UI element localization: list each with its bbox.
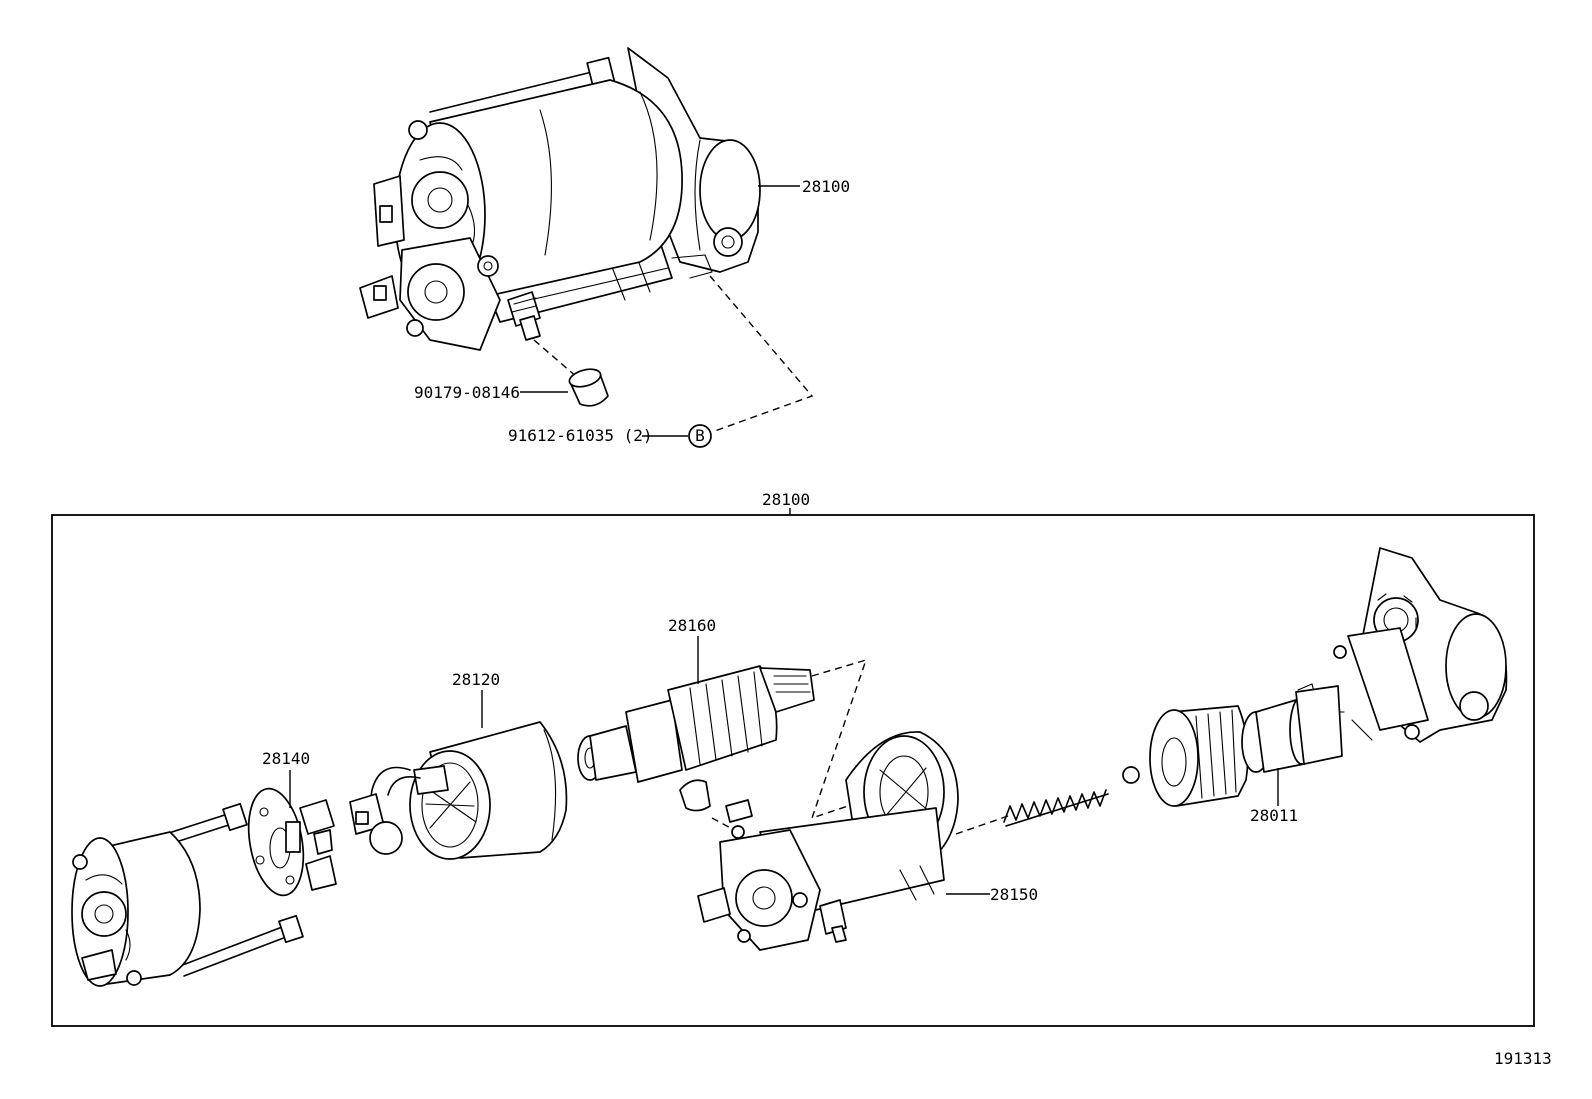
- callout-28011: 28011: [1250, 806, 1298, 825]
- exploded-view-frame: [51, 514, 1535, 1027]
- callout-28140: 28140: [262, 749, 310, 768]
- callout-91612-61035: 91612-61035 (2): [508, 426, 653, 445]
- spring-drawing: [1003, 789, 1109, 827]
- drive-housing-drawing: [1333, 547, 1508, 743]
- callout-28150: 28150: [990, 885, 1038, 904]
- brush-holder-drawing: [247, 787, 337, 897]
- reference-b-label: B: [695, 426, 705, 445]
- cap-nut-drawing: [568, 368, 609, 407]
- clutch-drawing: [1149, 683, 1345, 807]
- callout-28100-box: 28100: [762, 490, 810, 509]
- reference-b-marker: B: [688, 424, 712, 448]
- callout-28160: 28160: [668, 616, 716, 635]
- figure-number: 191313: [1494, 1049, 1552, 1068]
- armature-drawing: [577, 665, 815, 783]
- end-frame-drawing: [71, 802, 304, 987]
- starter-assembly-drawing: [359, 47, 761, 351]
- magnetic-switch-drawing: [697, 731, 959, 951]
- callout-28120: 28120: [452, 670, 500, 689]
- small-parts-drawing: [679, 766, 1140, 839]
- callout-28100-top: 28100: [802, 177, 850, 196]
- callout-90179-08146: 90179-08146: [414, 383, 520, 402]
- yoke-drawing: [349, 721, 568, 860]
